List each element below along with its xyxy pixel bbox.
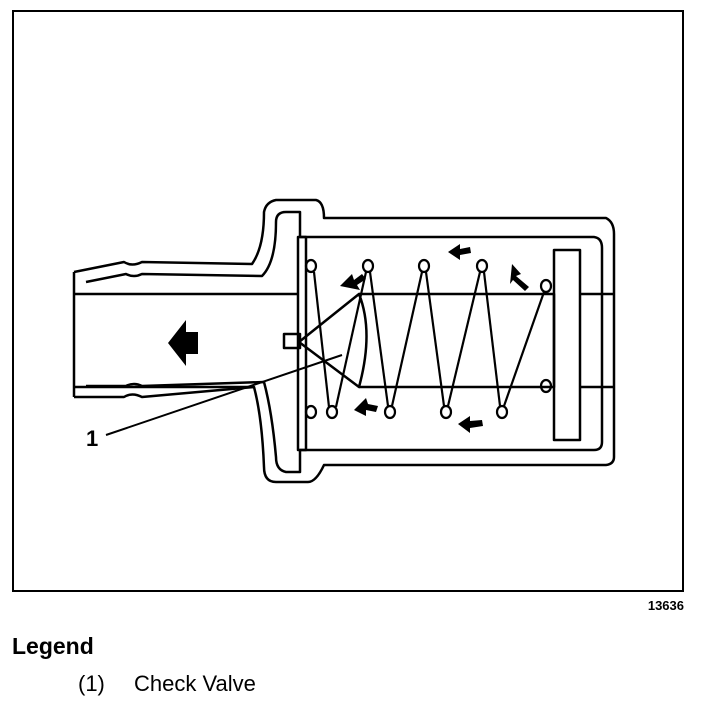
spring-coil bbox=[325, 404, 339, 420]
spring-wire bbox=[334, 271, 368, 408]
end-plate bbox=[552, 248, 582, 442]
spring-coil bbox=[539, 378, 553, 394]
spring-coil bbox=[539, 278, 553, 294]
spring-coil bbox=[495, 404, 509, 420]
legend-item-number: (1) bbox=[78, 671, 105, 696]
spring-coil bbox=[383, 404, 397, 420]
spring-coil bbox=[361, 258, 375, 274]
flow-arrow-icon bbox=[448, 244, 471, 260]
spring-coil bbox=[304, 258, 318, 274]
flow-arrow-icon bbox=[510, 264, 529, 291]
figure-id-number: 13636 bbox=[647, 598, 684, 613]
pcv-valve-diagram: 1 bbox=[72, 198, 616, 484]
diagram-frame: 1 bbox=[12, 10, 684, 592]
spring-coil bbox=[475, 258, 489, 274]
spring-wire bbox=[368, 271, 390, 407]
flow-arrow-icon bbox=[458, 416, 483, 433]
flange-plate bbox=[296, 235, 308, 452]
callout-number: 1 bbox=[86, 426, 98, 451]
spring-coil bbox=[439, 404, 453, 420]
spring-wire bbox=[312, 271, 331, 408]
valve-tip bbox=[282, 332, 302, 350]
spring-wire bbox=[446, 271, 482, 407]
legend-item: (1) Check Valve bbox=[78, 671, 256, 697]
spring-coil bbox=[417, 258, 431, 274]
check-valve-cone bbox=[297, 292, 368, 389]
valve-housing-inner bbox=[85, 210, 604, 474]
valve-housing-outline bbox=[73, 198, 616, 484]
legend-title: Legend bbox=[12, 633, 94, 659]
spring-wire bbox=[502, 291, 546, 407]
spring-wire bbox=[390, 271, 424, 407]
spring-wire bbox=[482, 271, 502, 407]
large-flow-arrow-icon bbox=[168, 320, 198, 366]
legend-item-label: Check Valve bbox=[134, 671, 256, 696]
flow-arrow-icon bbox=[354, 398, 378, 416]
spring-coil bbox=[304, 404, 318, 420]
spring-wire bbox=[424, 271, 446, 407]
callout-leader-line bbox=[105, 354, 343, 436]
flow-arrow-icon bbox=[340, 274, 366, 290]
